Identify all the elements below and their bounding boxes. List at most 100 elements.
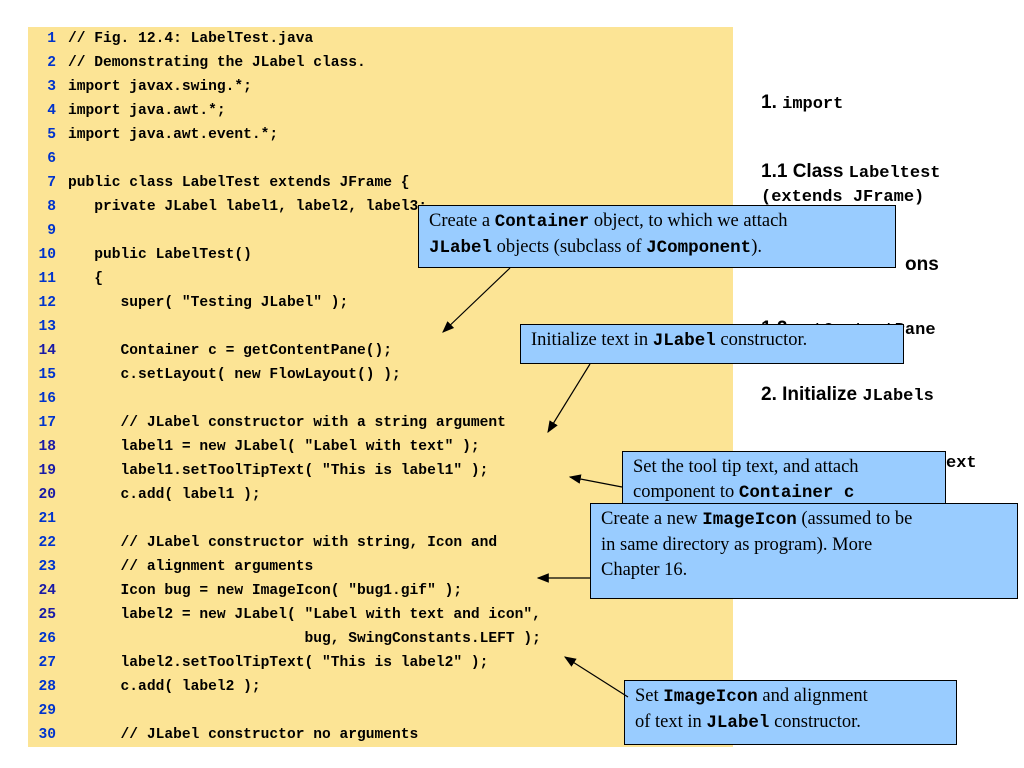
code-text: import javax.swing.*;	[68, 79, 252, 95]
line-number: 18	[38, 439, 56, 455]
code-line: 12 super( "Testing JLabel" );	[28, 291, 733, 315]
line-number: 17	[38, 415, 56, 431]
line-number: 4	[47, 103, 56, 119]
code-line: 4 import java.awt.*;	[28, 99, 733, 123]
line-number: 13	[38, 319, 56, 335]
line-number: 6	[47, 151, 56, 167]
callout-imageicon: Create a new ImageIcon (assumed to be in…	[590, 503, 1018, 599]
code-line: 3 import javax.swing.*;	[28, 75, 733, 99]
code-line: 28 c.add( label2 );	[28, 675, 733, 699]
outline-item-declarations: ons	[905, 254, 939, 275]
outline-item-class: 1.1 Class Labeltest	[761, 161, 941, 183]
line-number: 15	[38, 367, 56, 383]
code-line: 22 // JLabel constructor with string, Ic…	[28, 531, 733, 555]
line-number: 14	[38, 343, 56, 359]
code-text: public class LabelTest extends JFrame {	[68, 175, 410, 191]
code-line: 8 private JLabel label1, label2, label3;	[28, 195, 733, 219]
code-text: import java.awt.*;	[68, 103, 226, 119]
line-number: 27	[38, 655, 56, 671]
code-text: // JLabel constructor no arguments	[68, 727, 419, 743]
code-text: import java.awt.event.*;	[68, 127, 279, 143]
outline-item-import: 1. import	[761, 92, 844, 114]
code-line: 23 // alignment arguments	[28, 555, 733, 579]
callout-container: Create a Container object, to which we a…	[418, 205, 896, 268]
code-text: c.setLayout( new FlowLayout() );	[68, 367, 401, 383]
arrow-tooltip	[568, 474, 623, 488]
code-line: 17 // JLabel constructor with a string a…	[28, 411, 733, 435]
outline-item-settooltiptext: ext	[946, 454, 977, 473]
code-line: 14 Container c = getContentPane();	[28, 339, 733, 363]
line-number: 5	[47, 127, 56, 143]
code-text: label1 = new JLabel( "Label with text" )…	[68, 439, 480, 455]
line-number: 20	[38, 487, 56, 503]
line-number: 23	[38, 559, 56, 575]
code-text: public LabelTest()	[68, 247, 252, 263]
arrow-init-text	[547, 363, 591, 434]
line-number: 2	[47, 55, 56, 71]
code-line: 6	[28, 147, 733, 171]
line-number: 12	[38, 295, 56, 311]
code-line: 10 public LabelTest()	[28, 243, 733, 267]
code-line: 19 label1.setToolTipText( "This is label…	[28, 459, 733, 483]
line-number: 30	[38, 727, 56, 743]
outline-item-extends: (extends JFrame)	[761, 188, 925, 207]
line-number: 28	[38, 679, 56, 695]
code-text: Icon bug = new ImageIcon( "bug1.gif" );	[68, 583, 463, 599]
line-number: 16	[38, 391, 56, 407]
line-number: 11	[38, 271, 56, 287]
code-line: 18 label1 = new JLabel( "Label with text…	[28, 435, 733, 459]
code-line: 9	[28, 219, 733, 243]
code-line: 7 public class LabelTest extends JFrame {	[28, 171, 733, 195]
code-text: private JLabel label1, label2, label3;	[68, 199, 428, 215]
line-number: 19	[38, 463, 56, 479]
code-line: 5 import java.awt.event.*;	[28, 123, 733, 147]
callout-set-imageicon: Set ImageIcon and alignment of text in J…	[624, 680, 957, 745]
line-number: 21	[38, 511, 56, 527]
line-number: 26	[38, 631, 56, 647]
code-text: c.add( label1 );	[68, 487, 261, 503]
arrow-container	[442, 267, 511, 333]
code-listing: 1 // Fig. 12.4: LabelTest.java 2 // Demonst…	[28, 27, 733, 747]
code-text: // Demonstrating the JLabel class.	[68, 55, 366, 71]
line-number: 1	[47, 31, 56, 47]
code-text: // JLabel constructor with a string argu…	[68, 415, 506, 431]
line-number: 25	[38, 607, 56, 623]
line-number: 7	[47, 175, 56, 191]
code-text: {	[68, 271, 104, 287]
line-number: 29	[38, 703, 56, 719]
code-text: // JLabel constructor with string, Icon …	[68, 535, 498, 551]
code-text: label1.setToolTipText( "This is label1" …	[68, 463, 489, 479]
code-line: 11 {	[28, 267, 733, 291]
code-line: 25 label2 = new JLabel( "Label with text…	[28, 603, 733, 627]
code-text: bug, SwingConstants.LEFT );	[68, 631, 541, 647]
code-line: 27 label2.setToolTipText( "This is label…	[28, 651, 733, 675]
code-text: label2 = new JLabel( "Label with text an…	[68, 607, 541, 623]
code-line: 1 // Fig. 12.4: LabelTest.java	[28, 27, 733, 51]
code-line: 15 c.setLayout( new FlowLayout() );	[28, 363, 733, 387]
code-text: label2.setToolTipText( "This is label2" …	[68, 655, 489, 671]
code-text: c.add( label2 );	[68, 679, 261, 695]
code-line: 13	[28, 315, 733, 339]
line-number: 8	[47, 199, 56, 215]
code-line: 24 Icon bug = new ImageIcon( "bug1.gif" …	[28, 579, 733, 603]
arrow-set-imageicon	[563, 656, 629, 698]
code-line: 20 c.add( label1 );	[28, 483, 733, 507]
code-line: 16	[28, 387, 733, 411]
outline-item-initialize-jlabels: 2. Initialize JLabels	[761, 384, 934, 406]
line-number: 10	[38, 247, 56, 263]
code-line: 2 // Demonstrating the JLabel class.	[28, 51, 733, 75]
code-text: // alignment arguments	[68, 559, 314, 575]
line-number: 3	[47, 79, 56, 95]
code-text: super( "Testing JLabel" );	[68, 295, 349, 311]
code-text: // Fig. 12.4: LabelTest.java	[68, 31, 314, 47]
code-line: 26 bug, SwingConstants.LEFT );	[28, 627, 733, 651]
code-text: Container c = getContentPane();	[68, 343, 393, 359]
code-line: 21	[28, 507, 733, 531]
line-number: 22	[38, 535, 56, 551]
line-number: 9	[47, 223, 56, 239]
code-line: 29	[28, 699, 733, 723]
code-line: 30 // JLabel constructor no arguments	[28, 723, 733, 747]
line-number: 24	[38, 583, 56, 599]
callout-init-text: Initialize text in JLabel constructor.	[520, 324, 904, 364]
